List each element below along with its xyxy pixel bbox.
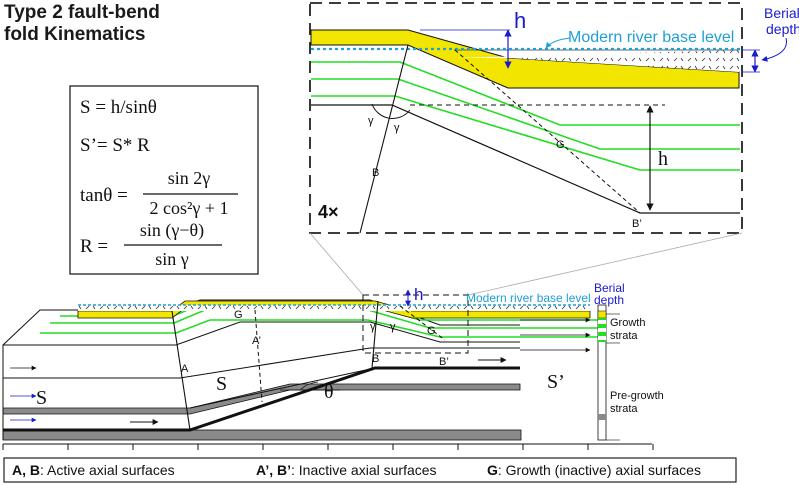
equation-box: S = h/sinθ S’= S* R tanθ = sin 2γ 2 cos²… [69, 85, 259, 275]
gravel-fill [454, 50, 739, 72]
thrust-fault [3, 366, 520, 432]
inset-gamma-left: γ [368, 115, 374, 127]
equation-tan-lhs: tanθ = [80, 185, 128, 206]
axial-surface-a-prime [254, 309, 263, 403]
green-stratum [311, 95, 740, 171]
inset-label-b-prime: B’ [632, 218, 642, 230]
legend: A, B: Active axial surfaces A’, B’: Inac… [3, 457, 737, 483]
cross-section: S S S’ θ A A’ B B’ G G γ γ h Modern rive… [2, 281, 625, 441]
inset-label-b: B [372, 167, 379, 179]
equation-r-denominator: sin γ [155, 249, 189, 269]
title-line-2: fold Kinematics [4, 24, 145, 45]
inset-burial-label-1: Berial [764, 5, 799, 21]
inset-label-g: G [556, 139, 565, 151]
legend-growth: G: Growth (inactive) axial surfaces [487, 462, 701, 478]
equation-s: S = h/sinθ [80, 97, 157, 118]
magnified-inset: γ γ B G B’ h h Modern river base level B… [309, 2, 799, 234]
equation-r-lhs: R = [80, 236, 108, 257]
section-gamma-right: γ [390, 321, 396, 333]
inset-h-top: h [514, 8, 526, 33]
legend-inactive: A’, B’: Inactive axial surfaces [256, 462, 437, 478]
inset-burial-label-2: depth [766, 21, 799, 37]
equation-tan-numerator: sin 2γ [168, 168, 211, 188]
equation-tan-denominator: 2 cos²γ + 1 [150, 198, 229, 218]
inset-h-mid: h [658, 148, 668, 170]
column-growth-1: Growth [610, 317, 645, 329]
inset-river-label: Modern river base level [568, 29, 734, 46]
figure-title: Type 2 fault-bend fold Kinematics [4, 2, 160, 45]
scale-bar [2, 443, 654, 450]
equation-r-numerator: sin (γ−θ) [140, 220, 204, 241]
section-gamma-left: γ [370, 321, 376, 333]
section-river-label: Modern river base level [466, 291, 591, 305]
inset-magnification: 4× [318, 202, 339, 222]
inset-locator-box [362, 294, 469, 354]
axial-surface-b [359, 44, 409, 234]
section-theta: θ [324, 381, 334, 403]
section-s-prime: S’ [547, 371, 565, 393]
axial-surface-a [171, 310, 191, 431]
equation-s-prime: S’= S* R [80, 135, 150, 156]
section-label-g-right: G [427, 325, 436, 337]
green-stratum [40, 319, 600, 338]
pregrowth-horizon [3, 321, 520, 346]
pregrowth-line [311, 104, 740, 214]
section-burial-label-1: Berial [594, 281, 625, 295]
section-label-b-prime: B’ [439, 356, 449, 368]
section-label-b: B [372, 353, 379, 365]
axial-surface-b [371, 300, 379, 369]
legend-active: A, B: Active axial surfaces [12, 462, 175, 478]
green-stratum [311, 78, 740, 150]
section-label-a: A [181, 363, 189, 375]
title-line-1: Type 2 fault-bend [4, 2, 160, 23]
section-label-a-prime: A’ [252, 335, 261, 347]
section-burial-label-2: depth [594, 293, 624, 307]
inset-gamma-right: γ [394, 122, 400, 134]
column-growth-2: strata [610, 330, 638, 342]
section-label-g-left: G [234, 309, 243, 321]
column-pregrowth-2: strata [610, 403, 638, 415]
yellow-layer [310, 29, 740, 89]
column-pregrowth-1: Pre-growth [610, 390, 664, 402]
section-h: h [414, 285, 423, 304]
strat-column: Growth strata Pre-growth strata [597, 304, 664, 441]
gamma-arc [371, 103, 411, 119]
section-s-left: S [36, 387, 47, 409]
gray-marker-layer [2, 383, 521, 415]
pregrowth-horizon [3, 347, 520, 379]
section-s-mid: S [216, 373, 227, 395]
